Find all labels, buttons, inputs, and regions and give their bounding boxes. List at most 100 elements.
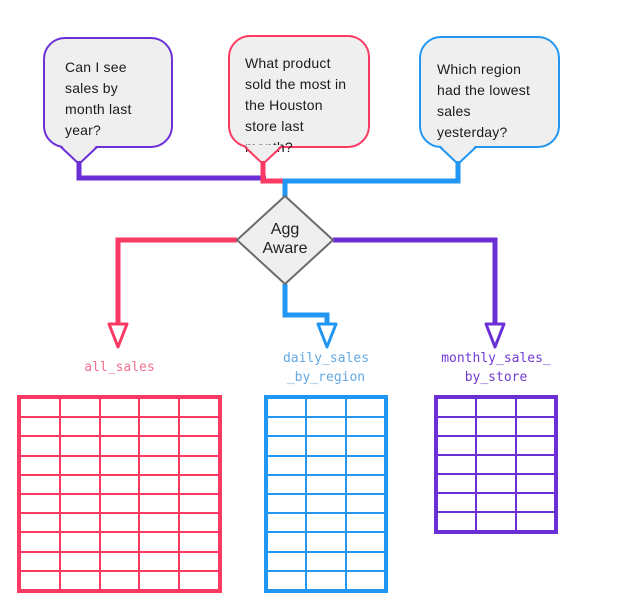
table-cell: [139, 532, 180, 552]
table-daily-sales-by-region: [264, 395, 388, 593]
table-cell: [20, 532, 60, 552]
table-cell: [476, 455, 516, 474]
table-cell: [267, 417, 307, 437]
table-cell: [59, 455, 100, 475]
table-cell: [139, 474, 180, 494]
table-cell: [476, 417, 516, 436]
table-cell: [179, 494, 219, 514]
question-text-1: Can I see sales by month last year?: [65, 59, 132, 138]
table-cell: [179, 513, 219, 533]
table-label-monthly-sales-by-store: monthly_sales_ by_store: [424, 349, 568, 387]
table-cell: [59, 551, 100, 571]
table-cell: [99, 551, 140, 571]
table-cell: [345, 455, 385, 475]
table-cell: [139, 551, 180, 571]
table-cell: [99, 532, 140, 552]
speech-bubble-question-3: Which region had the lowest sales yester…: [419, 36, 560, 148]
arrowhead-all-sales-icon: [107, 322, 129, 349]
table-cell: [345, 532, 385, 552]
table-cell: [139, 570, 180, 590]
table-cell: [437, 436, 477, 455]
table-cell: [179, 436, 219, 456]
table-cell: [515, 493, 555, 512]
bubble3-tail-outline: [439, 146, 477, 165]
table-cell: [345, 398, 385, 418]
table-cell: [179, 532, 219, 552]
table-cell: [99, 513, 140, 533]
table-cell: [515, 474, 555, 493]
decision-label-line1: Agg: [270, 221, 300, 238]
table-cell: [20, 551, 60, 571]
table-cell: [267, 494, 307, 514]
table-cell: [515, 455, 555, 474]
table-cell: [179, 398, 219, 418]
table-cell: [267, 551, 307, 571]
table-cell: [179, 417, 219, 437]
table-cell: [345, 570, 385, 590]
table-cell: [139, 513, 180, 533]
table-label-line: _by_region: [286, 370, 366, 385]
table-cell: [267, 513, 307, 533]
table-cell: [20, 570, 60, 590]
table-cell: [437, 474, 477, 493]
table-cell: [99, 474, 140, 494]
connector-out-monthly-sales: [333, 237, 498, 324]
speech-bubble-question-2: What product sold the most in the Housto…: [228, 35, 370, 155]
table-cell: [306, 436, 346, 456]
table-cell: [515, 512, 555, 531]
table-cell: [437, 398, 477, 417]
table-cell: [267, 436, 307, 456]
table-cell: [306, 494, 346, 514]
table-cell: [179, 570, 219, 590]
table-cell: [59, 398, 100, 418]
table-cell: [99, 436, 140, 456]
table-cell: [437, 417, 477, 436]
table-label-daily-sales-by-region: daily_sales _by_region: [254, 349, 398, 387]
arrowhead-monthly-sales-icon: [484, 322, 506, 349]
table-cell: [139, 436, 180, 456]
table-label-line: daily_sales: [282, 351, 370, 366]
table-cell: [20, 436, 60, 456]
table-cell: [476, 493, 516, 512]
table-cell: [345, 417, 385, 437]
question-text-2: What product sold the most in the Housto…: [245, 55, 347, 155]
table-cell: [306, 455, 346, 475]
table-cell: [306, 551, 346, 571]
table-cell: [20, 455, 60, 475]
table-cell: [306, 570, 346, 590]
connector-question3-in: [282, 161, 461, 197]
table-cell: [59, 513, 100, 533]
table-cell: [59, 417, 100, 437]
table-cell: [99, 398, 140, 418]
table-cell: [306, 532, 346, 552]
table-monthly-sales-by-store: [434, 395, 558, 534]
table-cell: [267, 532, 307, 552]
table-cell: [20, 417, 60, 437]
table-cell: [345, 494, 385, 514]
table-cell: [306, 398, 346, 418]
table-cell: [99, 417, 140, 437]
table-all-sales: [17, 395, 222, 593]
table-cell: [59, 532, 100, 552]
table-cell: [437, 493, 477, 512]
table-cell: [345, 436, 385, 456]
table-cell: [306, 513, 346, 533]
table-cell: [179, 551, 219, 571]
table-cell: [306, 417, 346, 437]
table-label-all-sales: all_sales: [17, 358, 222, 377]
table-cell: [20, 513, 60, 533]
table-cell: [20, 398, 60, 418]
table-cell: [139, 494, 180, 514]
table-label-line: all_sales: [84, 360, 155, 375]
table-cell: [345, 474, 385, 494]
bubble1-tail-outline: [60, 146, 98, 165]
connector-out-all-sales: [115, 237, 237, 324]
table-label-line: monthly_sales_: [441, 351, 551, 366]
table-cell: [515, 436, 555, 455]
table-cell: [345, 551, 385, 571]
table-cell: [515, 417, 555, 436]
decision-label: Agg Aware: [237, 220, 333, 258]
table-cell: [59, 474, 100, 494]
table-cell: [99, 570, 140, 590]
